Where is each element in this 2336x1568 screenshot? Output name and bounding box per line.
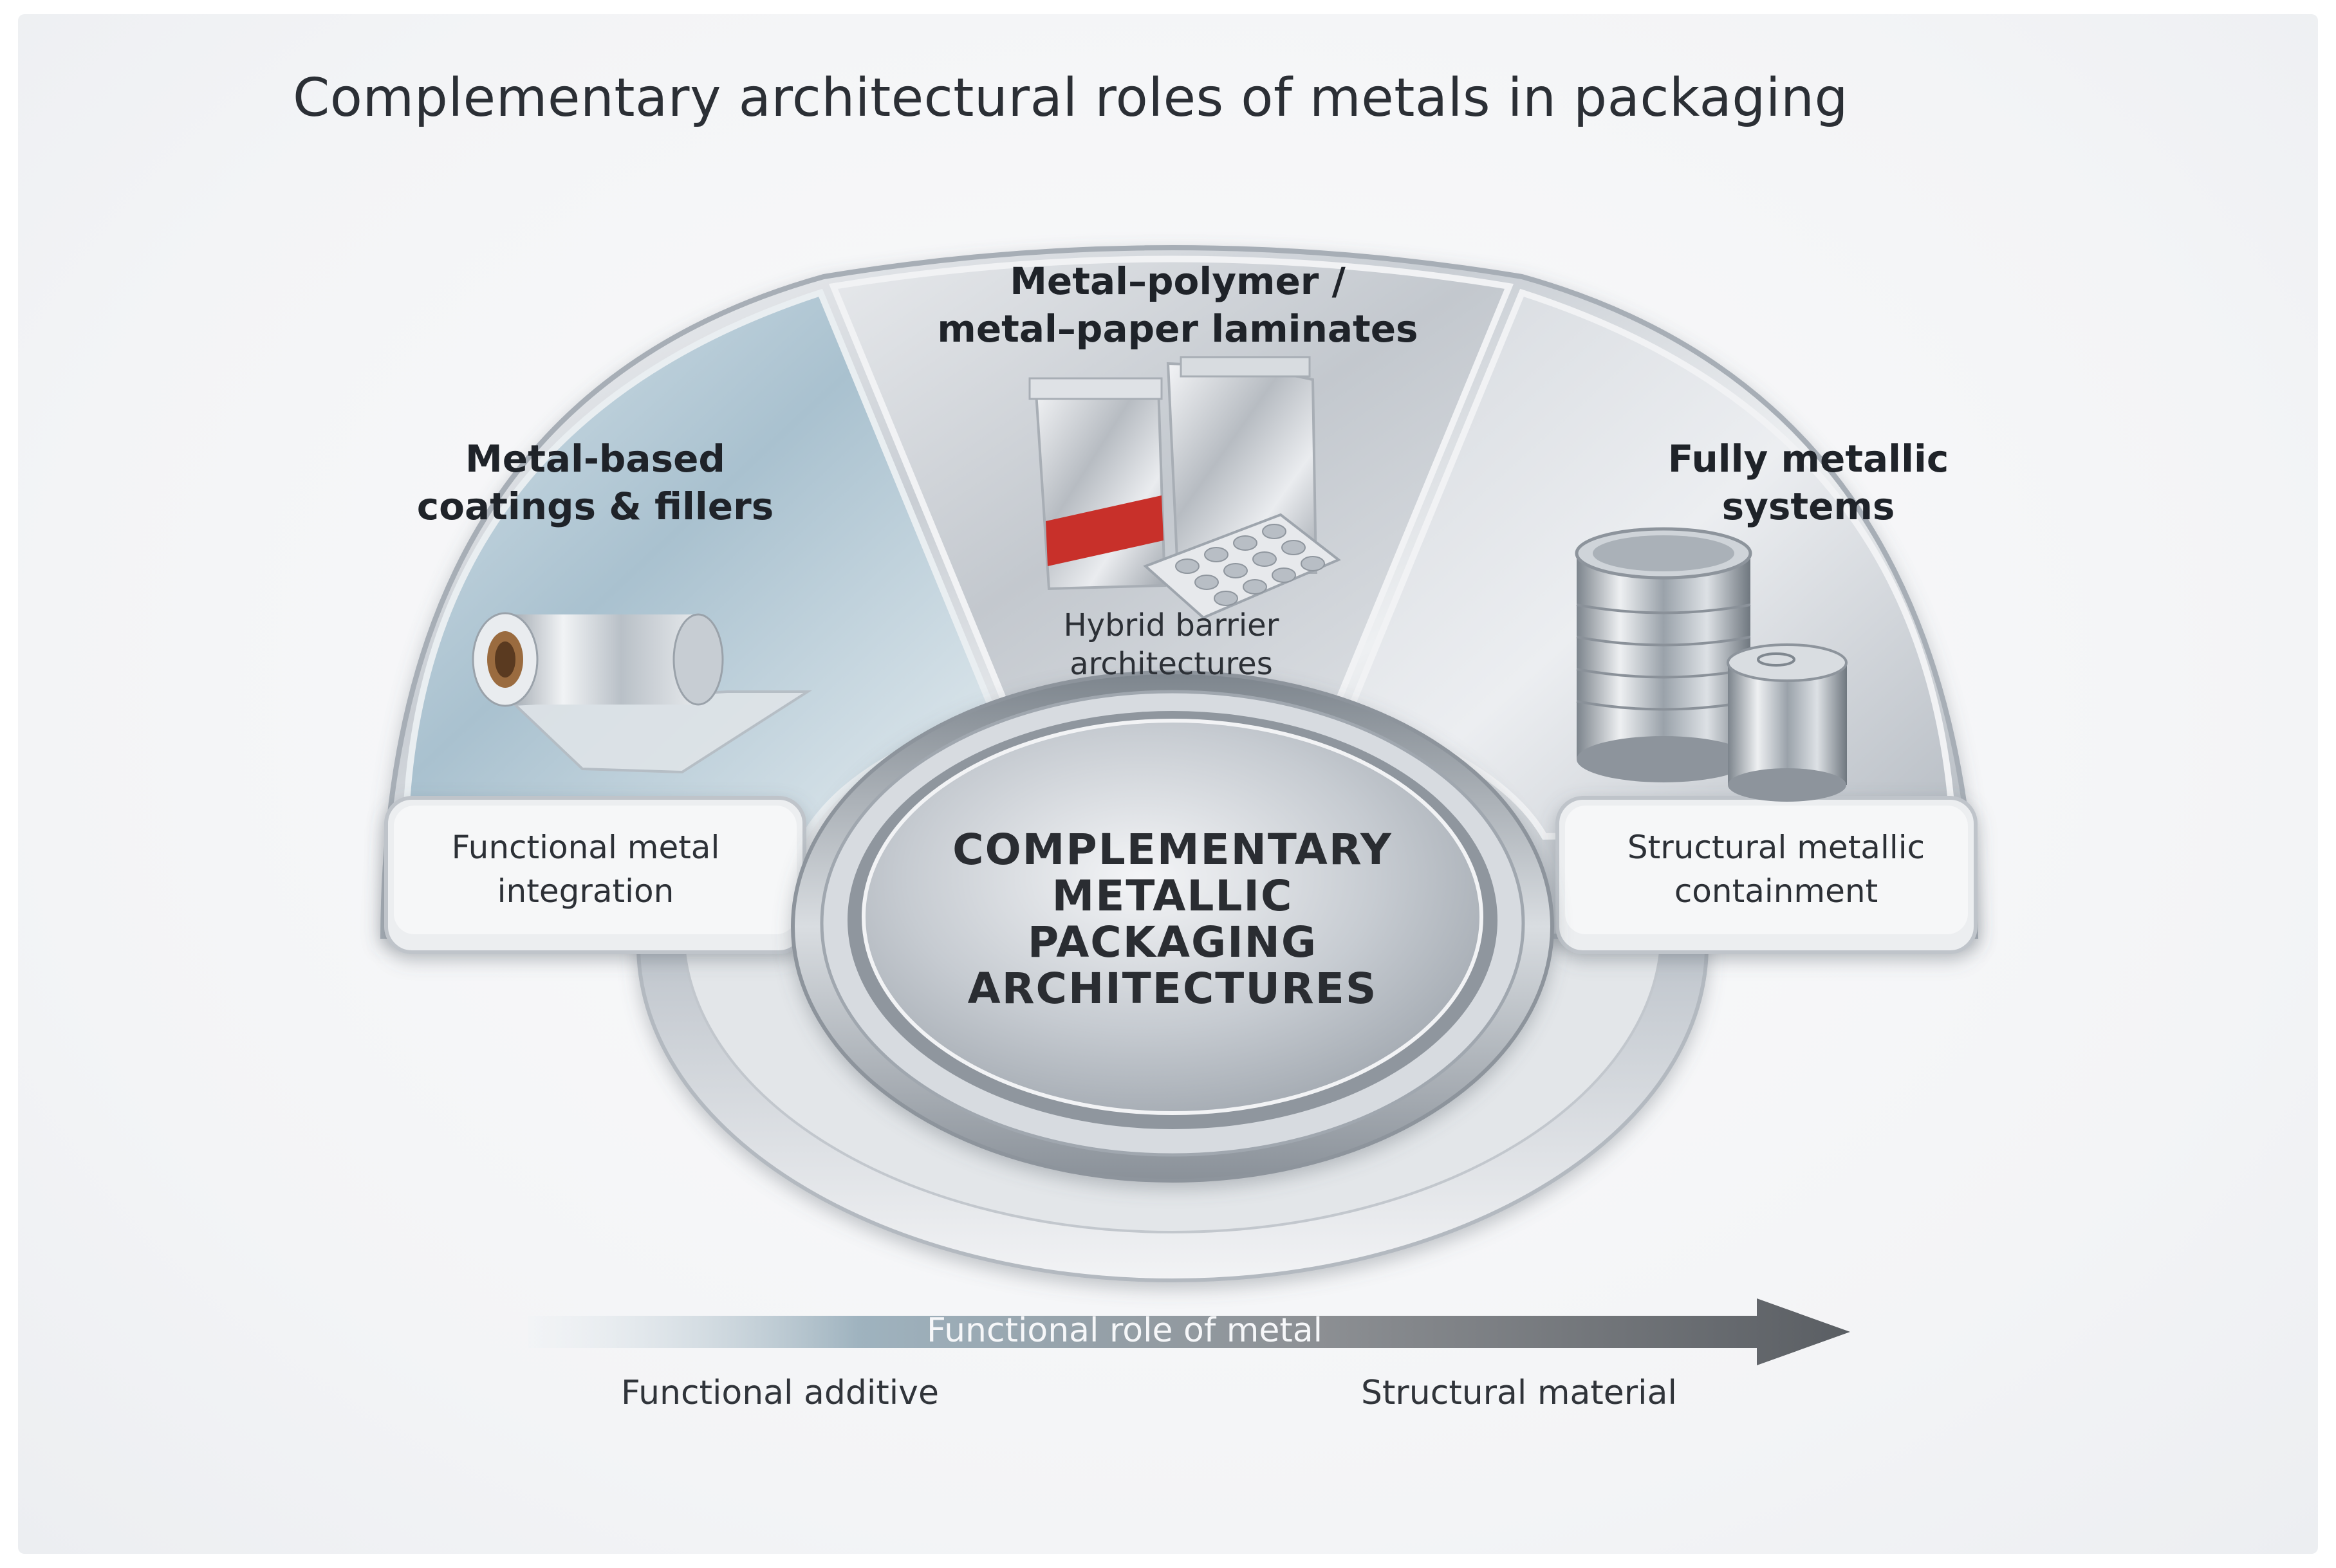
tab-left [384,796,806,954]
tab-left-label-line-2: integration [497,872,674,910]
segment-right-label-line-1: Fully metallic [1667,437,1949,481]
axis-end-label: Structural material [1361,1374,1677,1412]
laminate-pouch-and-blister-icon [1028,356,1341,620]
segment-middle-sublabel-line-2: architectures [1070,646,1273,682]
segment-middle-sublabel: Hybrid barrier architectures [1004,606,1339,683]
axis-start-label: Functional additive [621,1374,939,1412]
tab-left-label-line-1: Functional metal [451,829,720,866]
central-hub [791,670,1554,1183]
segment-middle-sublabel-line-1: Hybrid barrier [1063,607,1279,643]
segment-middle-label: Metal–polymer / metal–paper laminates [901,257,1454,353]
segment-right-label: Fully metallic systems [1596,435,2021,530]
hub-label-line-4: ARCHITECTURES [967,964,1378,1013]
foil-roll-icon [472,612,812,774]
tab-right [1555,796,1978,954]
hub-label-line-1: COMPLEMENTARY [952,825,1393,874]
tab-left-label: Functional metal integration [386,826,785,913]
tab-right-label-line-1: Structural metallic [1627,829,1925,866]
tab-right-label: Structural metallic containment [1577,826,1976,913]
segment-middle-label-line-1: Metal–polymer / [1010,259,1346,303]
segment-left-label-line-2: coatings & fillers [416,484,774,528]
segment-left-label-line-1: Metal-based [465,437,725,481]
diagram-title: Complementary architectural roles of met… [293,68,1849,129]
hub-label: COMPLEMENTARY METALLIC PACKAGING ARCHITE… [902,827,1443,1012]
segment-right-label-line-2: systems [1721,484,1895,528]
role-axis-arrow [528,1298,1850,1365]
axis-label: Functional role of metal [927,1311,1323,1350]
segment-middle-label-line-2: metal–paper laminates [937,307,1418,351]
hub-label-line-3: PACKAGING [1027,918,1318,967]
metal-cans-icon [1575,527,1848,802]
hub-label-line-2: METALLIC [1052,871,1293,921]
segment-left-label: Metal-based coatings & fillers [383,435,808,530]
tab-right-label-line-2: containment [1674,872,1878,910]
